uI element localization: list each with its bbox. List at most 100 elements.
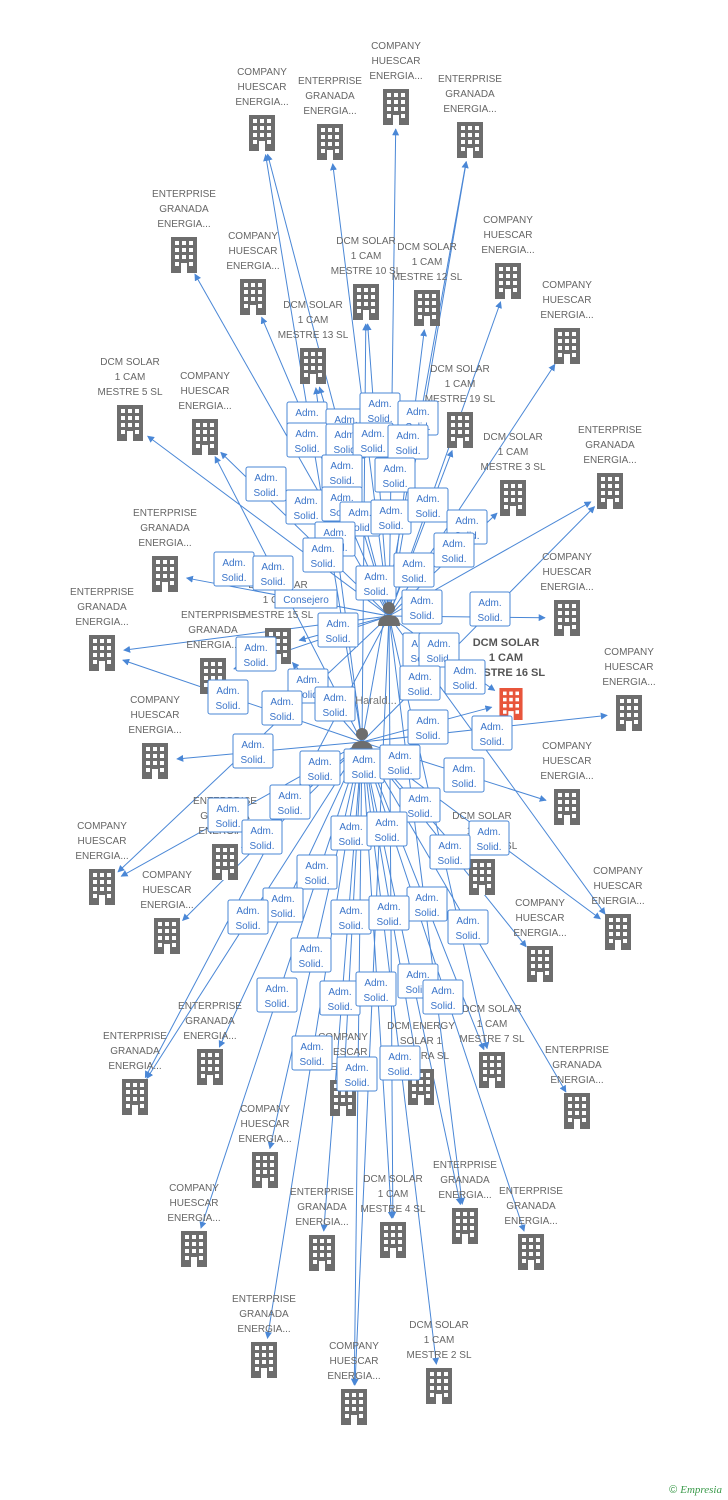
role-badge[interactable]: Adm.Solid.: [468, 820, 510, 856]
company-node[interactable]: ENTERPRISEGRANADAENERGIA...: [70, 587, 134, 671]
role-badge[interactable]: Adm.Solid.: [355, 565, 397, 601]
company-node[interactable]: COMPANYHUESCARENERGIA...: [602, 647, 656, 731]
role-badge[interactable]: Adm.Solid.: [261, 690, 303, 726]
role-badge[interactable]: Adm.Solid.: [235, 636, 277, 672]
role-badge[interactable]: Adm.Solid.: [469, 591, 511, 627]
role-badge[interactable]: Adm.Solid.: [379, 744, 421, 780]
role-badge[interactable]: Adm.Solid.: [286, 422, 328, 458]
company-node[interactable]: COMPANYHUESCARENERGIA...: [513, 898, 567, 982]
role-badge[interactable]: Adm.Solid.: [330, 815, 372, 851]
company-node[interactable]: COMPANYHUESCARENERGIA...: [235, 67, 289, 151]
role-badge[interactable]: Adm.Solid.: [213, 551, 255, 587]
role-badge[interactable]: Adm.Solid.: [370, 499, 412, 535]
role-badge[interactable]: Adm.Solid.: [379, 1045, 421, 1081]
role-badge[interactable]: Adm.Solid.: [355, 971, 397, 1007]
role-badge[interactable]: Adm.Solid.: [368, 895, 410, 931]
role-badge[interactable]: Adm.Solid.: [471, 715, 513, 751]
role-badge[interactable]: Adm.Solid.: [269, 784, 311, 820]
company-node[interactable]: ENTERPRISEGRANADAENERGIA...: [438, 74, 502, 158]
role-badge[interactable]: Adm.Solid.: [352, 422, 394, 458]
company-node[interactable]: COMPANYHUESCARENERGIA...: [167, 1183, 221, 1267]
company-node[interactable]: COMPANYHUESCARENERGIA...: [481, 215, 535, 299]
role-badge[interactable]: Adm.Solid.: [343, 748, 385, 784]
company-node[interactable]: ENTERPRISEGRANADAENERGIA...: [499, 1186, 563, 1270]
role-badge[interactable]: Adm.Solid.: [319, 980, 361, 1016]
company-node[interactable]: COMPANYHUESCARENERGIA...: [540, 280, 594, 364]
role-badge[interactable]: Adm.Solid.: [241, 819, 283, 855]
company-node[interactable]: COMPANYHUESCARENERGIA...: [327, 1341, 381, 1425]
role-badge[interactable]: Adm.Solid.: [406, 886, 448, 922]
role-badge[interactable]: Adm.Solid.: [296, 854, 338, 890]
company-node[interactable]: COMPANYHUESCARENERGIA...: [178, 371, 232, 455]
role-badge[interactable]: Adm.Solid.: [227, 899, 269, 935]
role-badge[interactable]: Adm.Solid.: [299, 750, 341, 786]
role-badge[interactable]: Adm.Solid.: [387, 424, 429, 460]
role-badge[interactable]: Adm.Solid.: [422, 979, 464, 1015]
company-node[interactable]: COMPANYHUESCARENERGIA...: [140, 870, 194, 954]
company-node[interactable]: ENTERPRISEGRANADAENERGIA...: [178, 1001, 242, 1085]
company-node[interactable]: COMPANYHUESCARENERGIA...: [128, 695, 182, 779]
company-node[interactable]: ENTERPRISEGRANADAENERGIA...: [545, 1045, 609, 1129]
role-badge[interactable]: Adm.Solid.: [330, 899, 372, 935]
role-badge[interactable]: Adm.Solid.: [290, 937, 332, 973]
role-badge[interactable]: Adm.Solid.: [399, 787, 441, 823]
company-node[interactable]: ENTERPRISEGRANADAENERGIA...: [152, 189, 216, 273]
role-badge[interactable]: Adm.Solid.: [207, 679, 249, 715]
role-badge[interactable]: Adm.Solid.: [285, 489, 327, 525]
role-badge[interactable]: Adm.Solid.: [256, 977, 298, 1013]
role-badge[interactable]: Adm.Solid.: [401, 589, 443, 625]
role-badge[interactable]: Adm.Solid.: [374, 457, 416, 493]
role-badge[interactable]: Adm.Solid.: [291, 1035, 333, 1071]
company-node[interactable]: COMPANYHUESCARENERGIA...: [75, 821, 129, 905]
company-node[interactable]: COMPANYHUESCARENERGIA...: [540, 552, 594, 636]
role-badge[interactable]: Adm.Solid.: [433, 532, 475, 568]
role-badge[interactable]: Adm.Solid.: [232, 733, 274, 769]
company-node[interactable]: ENTERPRISEGRANADAENERGIA...: [133, 508, 197, 592]
role-badge[interactable]: Adm.Solid.: [429, 834, 471, 870]
role-badge[interactable]: Adm.Solid.: [393, 552, 435, 588]
company-node[interactable]: ENTERPRISEGRANADAENERGIA...: [232, 1294, 296, 1378]
role-badge[interactable]: Adm.Solid.: [245, 466, 287, 502]
role-badge[interactable]: Adm.Solid.: [366, 811, 408, 847]
role-badge[interactable]: Adm.Solid.: [447, 909, 489, 945]
role-badge[interactable]: Adm.Solid.: [321, 454, 363, 490]
company-node[interactable]: COMPANYHUESCARENERGIA...: [226, 231, 280, 315]
role-badge[interactable]: Adm.Solid.: [207, 797, 249, 833]
company-node[interactable]: ENTERPRISEGRANADAENERGIA...: [181, 610, 245, 694]
role-badge[interactable]: Adm.Solid.: [336, 1056, 378, 1092]
role-badge[interactable]: Adm.Solid.: [444, 659, 486, 695]
role-badge[interactable]: Adm.Solid.: [252, 555, 294, 591]
brand-logo[interactable]: ©Empresia: [669, 1484, 722, 1496]
company-node[interactable]: COMPANYHUESCARENERGIA...: [591, 866, 645, 950]
role-badge-consejero[interactable]: Consejero: [274, 589, 338, 609]
company-node[interactable]: COMPANYHUESCARENERGIA...: [540, 741, 594, 825]
company-node[interactable]: COMPANYHUESCARENERGIA...: [369, 41, 423, 125]
company-node[interactable]: ENTERPRISEGRANADAENERGIA...: [578, 425, 642, 509]
role-badge[interactable]: Adm.Solid.: [314, 686, 356, 722]
role-badge[interactable]: Adm.Solid.: [359, 392, 401, 428]
company-node[interactable]: ENTERPRISEGRANADAENERGIA...: [103, 1031, 167, 1115]
role-badge[interactable]: Adm.Solid.: [407, 709, 449, 745]
role-badge[interactable]: Adm.Solid.: [407, 487, 449, 523]
role-badge[interactable]: Adm.Solid.: [302, 537, 344, 573]
company-node[interactable]: ENTERPRISEGRANADAENERGIA...: [290, 1187, 354, 1271]
role-badge[interactable]: Adm.Solid.: [443, 757, 485, 793]
role-badge[interactable]: Adm.Solid.: [317, 612, 359, 648]
role-badge[interactable]: Adm.Solid.: [262, 887, 304, 923]
company-node[interactable]: ENTERPRISEGRANADAENERGIA...: [433, 1160, 497, 1244]
company-node[interactable]: ENTERPRISEGRANADAENERGIA...: [298, 76, 362, 160]
company-node[interactable]: COMPANYHUESCARENERGIA...: [238, 1104, 292, 1188]
role-badge[interactable]: Adm.Solid.: [399, 665, 441, 701]
person-node[interactable]: [378, 602, 400, 626]
